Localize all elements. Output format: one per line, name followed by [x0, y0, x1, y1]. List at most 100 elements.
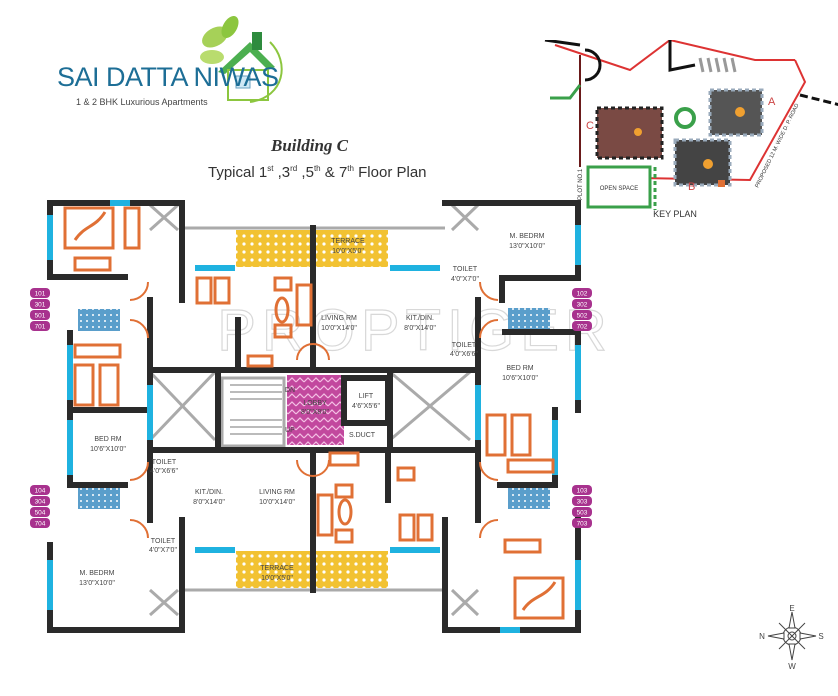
- dry-balcony: [78, 487, 120, 509]
- unit-badge: [30, 299, 50, 309]
- unit-badge-label: 503: [577, 510, 588, 517]
- stair-up: UP: [285, 427, 295, 434]
- building-b-label: B: [688, 181, 695, 193]
- subtitle-prefix: Typical 1: [208, 164, 268, 181]
- unit-badge: [572, 288, 592, 298]
- lobby-name: LOBBY: [303, 400, 327, 407]
- unit-badge-label: 501: [35, 313, 46, 320]
- floor-3-sup: rd: [290, 164, 298, 173]
- unit-badge: [572, 299, 592, 309]
- building-c-label: C: [586, 120, 594, 132]
- terrace-top-size: 10'0"X5'0": [332, 248, 364, 255]
- terrace-bottom-name: TERRACE: [260, 565, 294, 572]
- kit-top-name: KIT./DIN.: [406, 315, 434, 322]
- bed-right-name: BED RM: [506, 365, 533, 372]
- lift-size: 4'6"X5'6": [352, 403, 380, 410]
- floor-7-sup: th: [347, 164, 354, 173]
- floor-5: 5: [305, 164, 314, 181]
- unit-badge-label: 103: [577, 488, 588, 495]
- key-plan: OPEN SPACE PLOT NO.1 PROPOSED 12 M. WIDE…: [544, 40, 838, 219]
- unit-badge-label: 504: [35, 510, 46, 517]
- green-house-leaves-logo: [200, 16, 283, 103]
- unit-badge: [30, 288, 50, 298]
- kit-top-size: 8'0"X14'0": [404, 325, 436, 332]
- sep: ,: [273, 164, 282, 181]
- subtitle-suffix: Floor Plan: [353, 164, 427, 181]
- unit-badge: [572, 507, 592, 517]
- terrace-top-name: TERRACE: [331, 238, 365, 245]
- floor-3: 3: [281, 164, 291, 181]
- brand-tagline: 1 & 2 BHK Luxurious Apartments: [76, 97, 208, 107]
- unit-badge-label: 704: [35, 521, 46, 528]
- kit-bottom-name: KIT./DIN.: [195, 489, 223, 496]
- living-top-name: LIVING RM: [321, 315, 357, 322]
- floor-plan-subtitle: Typical 1st ,3rd ,5th & 7th Floor Plan: [208, 164, 427, 181]
- toilet-tr2-name: TOILET: [452, 342, 477, 349]
- bed-left-name: BED RM: [94, 436, 121, 443]
- sep: ,: [297, 164, 306, 181]
- living-bottom-size: 10'0"X14'0": [259, 499, 295, 506]
- unit-badge: [572, 496, 592, 506]
- unit-badge-label: 702: [577, 324, 588, 331]
- compass-e: E: [789, 604, 794, 613]
- unit-badge-label: 703: [577, 521, 588, 528]
- lift-name: LIFT: [359, 393, 374, 400]
- toilet-bl1-size: 4'0"X6'6": [150, 468, 178, 475]
- plot-label: PLOT NO.1: [578, 168, 584, 200]
- toilet-tr1-name: TOILET: [453, 266, 478, 273]
- key-plan-title: KEY PLAN: [653, 209, 697, 219]
- toilet-bl2-name: TOILET: [151, 538, 176, 545]
- unit-badge: [30, 321, 50, 331]
- unit-badge: [30, 485, 50, 495]
- compass-n: N: [759, 632, 765, 641]
- duct-name: S.DUCT: [349, 432, 376, 439]
- building-a-label: A: [768, 96, 776, 108]
- unit-badge: [30, 496, 50, 506]
- unit-badge: [572, 310, 592, 320]
- terrace-bottom-size: 10'0"X5'0": [261, 575, 293, 582]
- mbed-tr-name: M. BEDRM: [510, 233, 545, 240]
- unit-badge: [30, 507, 50, 517]
- dry-balcony: [78, 309, 120, 331]
- stair-dn: DN: [285, 387, 295, 394]
- unit-badge-label: 102: [577, 291, 588, 298]
- unit-badge: [572, 321, 592, 331]
- lobby: [287, 375, 344, 445]
- unit-badges: 101 301 501 701 102 302 502 702 104 304 504 704 103 3…: [30, 288, 592, 528]
- unit-badge-label: 104: [35, 488, 46, 495]
- brand-name: SAI DATTA NIWAS: [57, 62, 279, 92]
- unit-badge-label: 304: [35, 499, 46, 506]
- unit-badge-label: 101: [35, 291, 46, 298]
- bed-left-size: 10'6"X10'0": [90, 446, 126, 453]
- living-bottom-name: LIVING RM: [259, 489, 295, 496]
- unit-badge-label: 303: [577, 499, 588, 506]
- compass-w: W: [788, 662, 796, 671]
- unit-badge: [572, 518, 592, 528]
- unit-badge: [572, 485, 592, 495]
- unit-badge-label: 701: [35, 324, 46, 331]
- toilet-tr2-size: 4'0"X6'6": [450, 351, 478, 358]
- living-top-size: 10'0"X14'0": [321, 325, 357, 332]
- mbed-tr-size: 13'0"X10'0": [509, 243, 545, 250]
- toilet-bl1-name: TOILET: [152, 459, 177, 466]
- compass-s: S: [818, 632, 823, 641]
- building-title: Building C: [271, 136, 349, 155]
- unit-badge-label: 502: [577, 313, 588, 320]
- floor-5-sup: th: [313, 164, 321, 173]
- unit-badge: [30, 518, 50, 528]
- mbed-bl-size: 13'0"X10'0": [79, 580, 115, 587]
- amp: &: [320, 164, 339, 181]
- dry-balcony: [508, 487, 550, 509]
- compass-icon: [767, 611, 817, 661]
- floor-1-sup: st: [267, 164, 274, 173]
- unit-badge-label: 301: [35, 302, 46, 309]
- room-labels: TERRACE 10'0"X5'0" LIVING RM 10'0"X14'0"…: [79, 233, 545, 587]
- mbed-bl-name: M. BEDRM: [80, 570, 115, 577]
- lobby-size: 8'0"X8'0": [301, 409, 329, 416]
- open-space-label: OPEN SPACE: [600, 186, 639, 192]
- dry-balcony: [508, 308, 550, 330]
- toilet-bl2-size: 4'0"X7'0": [149, 547, 177, 554]
- unit-badge-label: 302: [577, 302, 588, 309]
- unit-badge: [30, 310, 50, 320]
